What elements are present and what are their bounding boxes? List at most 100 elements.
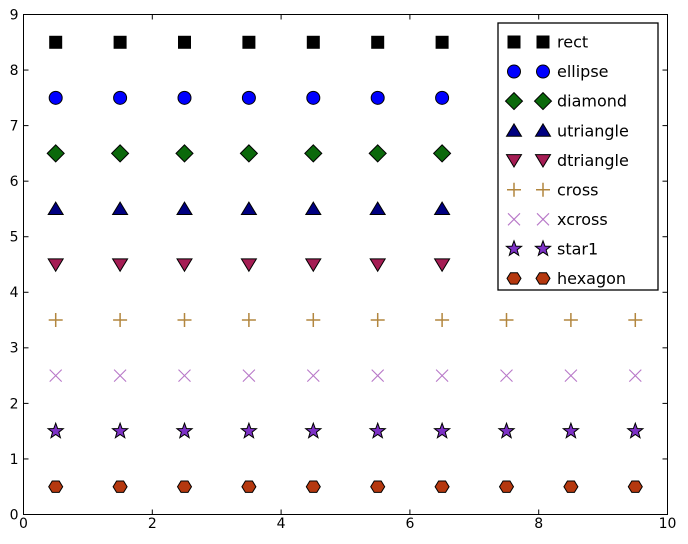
marker-rect-4 — [306, 35, 320, 49]
legend-marker-ellipse-2 — [536, 64, 550, 79]
marker-cross-9 — [628, 313, 643, 328]
marker-xcross-5 — [371, 369, 385, 382]
marker-utriangle-5 — [369, 201, 387, 216]
marker-star1-5 — [368, 421, 387, 439]
marker-xcross-6 — [435, 369, 449, 382]
marker-utriangle-4 — [304, 201, 322, 216]
legend-entry-cross: cross — [507, 180, 598, 199]
legend-box — [497, 22, 659, 291]
marker-ellipse-3 — [241, 90, 256, 105]
legend-entry-utriangle: utriangle — [505, 121, 629, 140]
legend-entry-xcross: xcross — [507, 210, 608, 229]
marker-xcross-2 — [178, 369, 191, 382]
marker-cross-2 — [177, 313, 192, 328]
legend-entry-diamond: diamond — [504, 91, 627, 111]
legend-marker-utriangle-1 — [505, 122, 523, 137]
marker-xcross-9 — [628, 369, 642, 382]
marker-xcross-4 — [306, 369, 320, 382]
marker-cross-6 — [435, 313, 450, 328]
legend: rect ellipse diamond utriangle dtriangle cros… — [497, 22, 659, 291]
marker-rect-6 — [435, 35, 449, 49]
y-axis-tick-label: 9 — [10, 7, 19, 23]
marker-rect-0 — [49, 35, 63, 49]
marker-diamond-4 — [304, 144, 323, 163]
legend-marker-hexagon-2 — [535, 272, 551, 285]
legend-marker-cross-2 — [536, 182, 550, 197]
marker-star1-8 — [561, 421, 580, 439]
marker-dtriangle-5 — [369, 258, 387, 273]
marker-diamond-6 — [432, 144, 452, 163]
marker-star1-0 — [46, 421, 65, 439]
marker-ellipse-6 — [435, 90, 450, 105]
legend-marker-diamond-2 — [533, 91, 553, 111]
marker-utriangle-2 — [176, 201, 193, 216]
marker-ellipse-0 — [48, 90, 63, 105]
legend-label-dtriangle: dtriangle — [557, 151, 629, 170]
legend-marker-star1-1 — [505, 239, 523, 257]
marker-star1-2 — [175, 421, 194, 439]
x-axis-tick-label: 8 — [534, 516, 543, 532]
marker-utriangle-3 — [240, 201, 258, 216]
legend-marker-xcross-2 — [536, 212, 550, 226]
marker-ellipse-4 — [306, 90, 321, 105]
marker-xcross-7 — [500, 369, 513, 382]
marker-hexagon-9 — [627, 480, 643, 493]
marker-cross-1 — [113, 313, 128, 328]
marker-xcross-8 — [564, 369, 578, 382]
legend-marker-ellipse-1 — [507, 64, 521, 79]
y-axis-tick-label: 7 — [10, 119, 19, 135]
marker-hexagon-7 — [498, 480, 515, 493]
series-hexagon — [48, 480, 643, 493]
marker-xcross-1 — [113, 369, 127, 382]
x-axis-tick-label: 0 — [19, 516, 28, 532]
marker-dtriangle-3 — [240, 258, 258, 273]
legend-label-star1: star1 — [557, 239, 598, 258]
y-axis-tick-label: 1 — [10, 452, 19, 468]
legend-marker-rect-2 — [536, 35, 550, 49]
legend-marker-star1-2 — [534, 239, 552, 257]
marker-rect-2 — [178, 35, 191, 49]
series-star1 — [46, 421, 645, 439]
marker-rect-5 — [371, 35, 385, 49]
marker-star1-7 — [497, 421, 516, 439]
marker-dtriangle-1 — [111, 258, 129, 273]
marker-hexagon-0 — [48, 480, 64, 493]
marker-hexagon-6 — [434, 480, 450, 493]
marker-diamond-0 — [46, 144, 65, 163]
legend-entry-ellipse: ellipse — [507, 62, 609, 81]
legend-entry-rect: rect — [507, 33, 588, 52]
marker-ellipse-5 — [370, 90, 385, 105]
y-axis-tick-label: 6 — [10, 174, 19, 190]
legend-marker-dtriangle-1 — [505, 154, 523, 168]
legend-marker-rect-1 — [507, 35, 521, 49]
marker-star1-9 — [626, 421, 645, 439]
marker-utriangle-1 — [111, 201, 129, 216]
y-axis-tick-label: 0 — [10, 507, 19, 523]
marker-diamond-3 — [239, 144, 259, 163]
series-xcross — [49, 369, 642, 382]
marker-diamond-5 — [368, 144, 387, 163]
legend-label-hexagon: hexagon — [557, 269, 626, 288]
x-axis-tick-label: 6 — [405, 516, 414, 532]
y-axis-tick-label: 4 — [10, 285, 19, 301]
legend-label-cross: cross — [557, 180, 598, 199]
legend-label-utriangle: utriangle — [557, 121, 629, 140]
legend-marker-cross-1 — [507, 182, 521, 197]
marker-dtriangle-6 — [433, 258, 451, 273]
x-axis-tick-label: 4 — [277, 516, 286, 532]
marker-cross-0 — [48, 313, 63, 328]
legend-marker-hexagon-1 — [506, 272, 522, 285]
marker-ellipse-1 — [113, 90, 128, 105]
marker-xcross-3 — [242, 369, 256, 382]
marker-diamond-2 — [175, 144, 194, 163]
legend-marker-dtriangle-2 — [534, 154, 552, 168]
marker-star1-3 — [239, 421, 258, 439]
marker-rect-3 — [242, 35, 256, 49]
x-axis-tick-label: 10 — [659, 516, 677, 532]
legend-entry-dtriangle: dtriangle — [505, 151, 629, 170]
legend-marker-diamond-1 — [504, 91, 524, 111]
marker-xcross-0 — [49, 369, 63, 382]
marker-cross-5 — [370, 313, 385, 328]
y-axis-tick-label: 5 — [10, 230, 19, 246]
